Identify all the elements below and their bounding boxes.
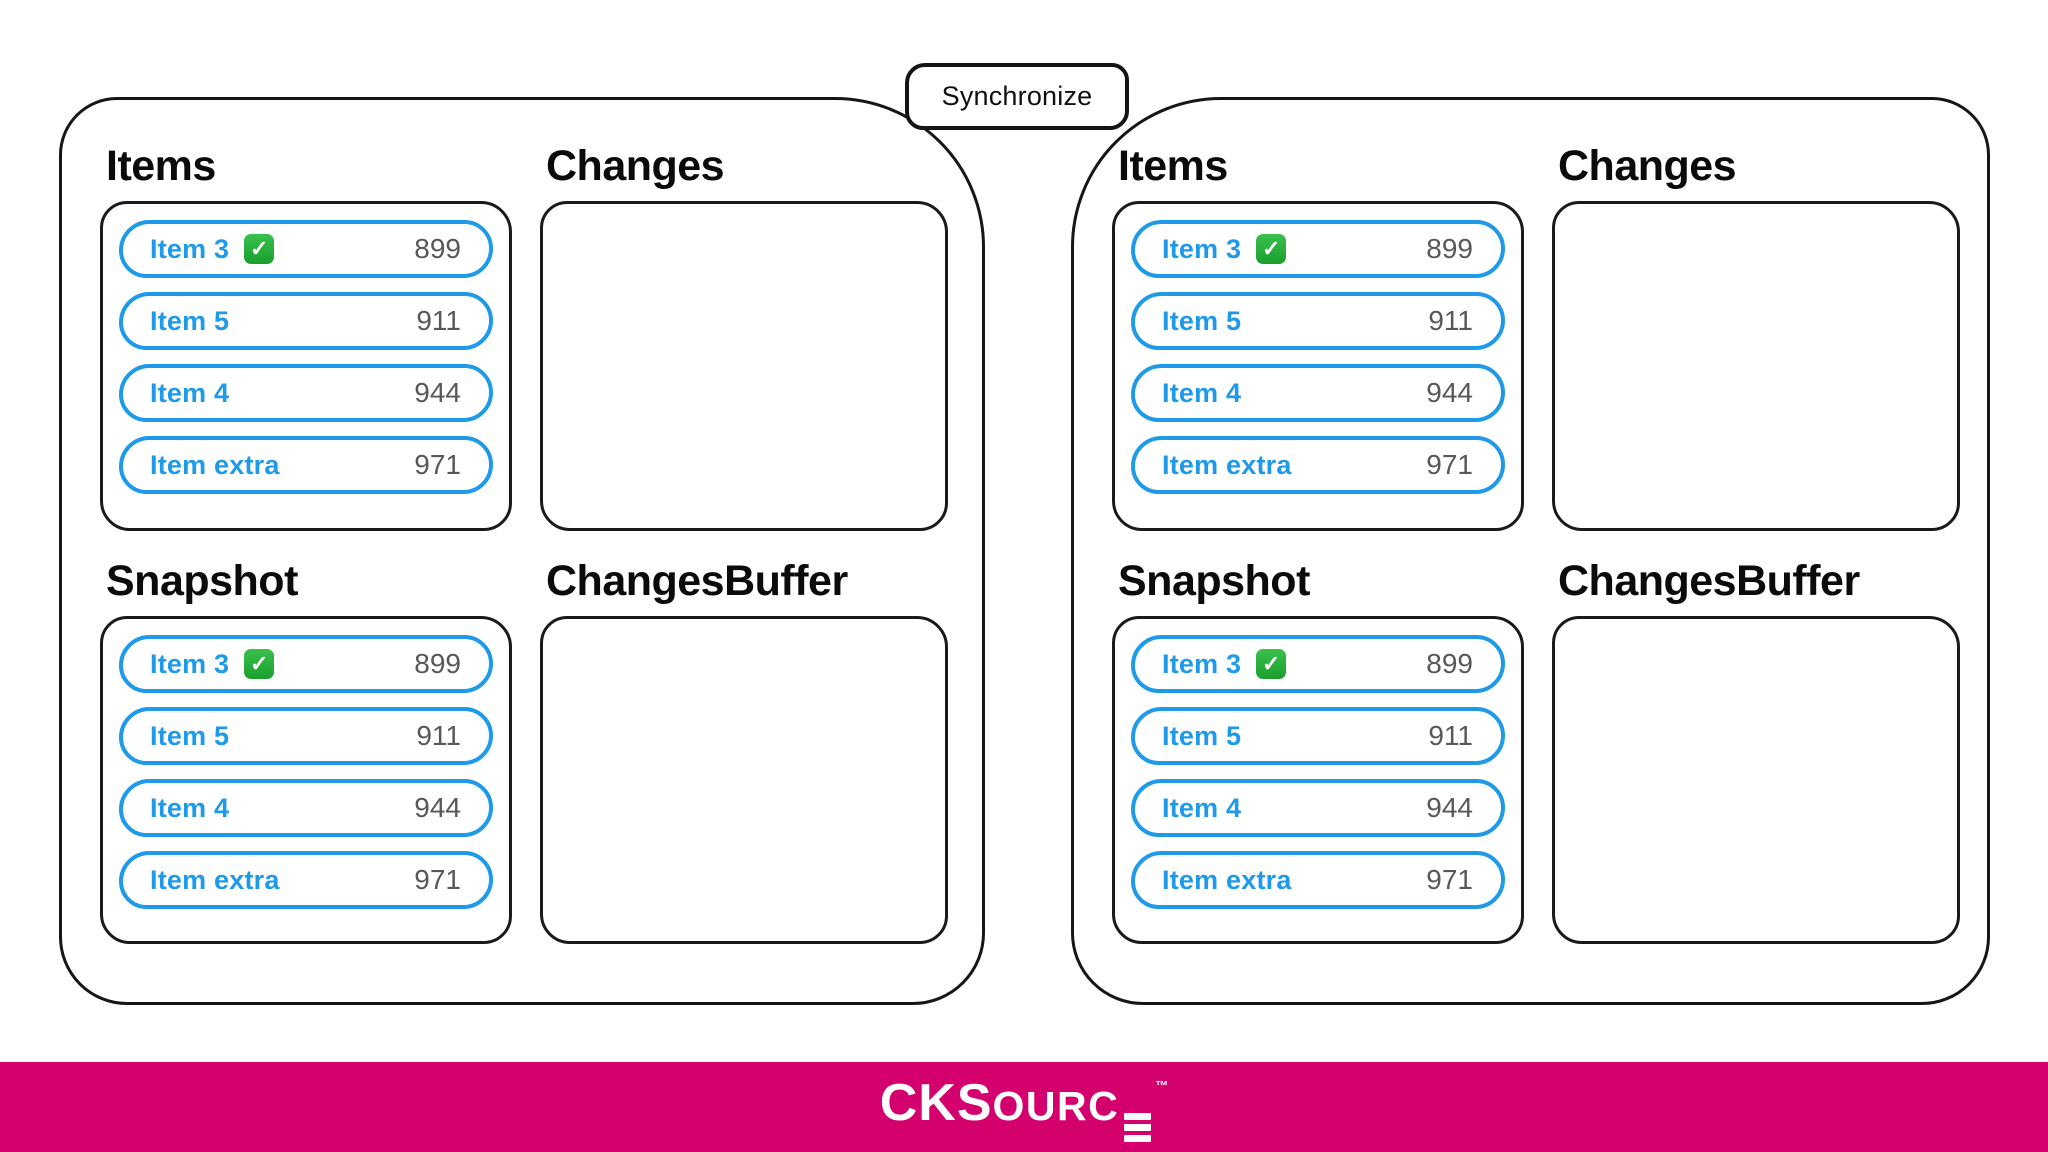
item-value: 944 [414,377,461,408]
check-icon: ✓ [1256,234,1287,264]
item-value: 971 [414,864,461,895]
list-item: Item 3 ✓ 899 [119,220,493,278]
list-item: Item 5 911 [119,707,493,765]
items-box: Item 3 ✓ 899 Item 5 911 Item 4 944 Item … [100,201,512,531]
left-items-section: Items Item 3 ✓ 899 Item 5 911 Item 4 944… [100,143,512,531]
item-value: 911 [1428,305,1473,336]
item-value: 971 [1426,864,1473,895]
item-label: Item 3 [150,233,230,264]
list-item: Item 3 ✓ 899 [119,635,493,693]
trademark-symbol: ™ [1155,1077,1169,1093]
list-item: Item extra 971 [1131,851,1505,909]
item-value: 899 [1426,233,1473,264]
changes-box [540,201,948,531]
item-label: Item extra [150,864,280,895]
check-icon: ✓ [244,649,275,679]
item-label: Item 3 [1162,233,1242,264]
brand-footer-bar: CKSOURC ™ [0,1062,2048,1152]
section-title: Changes [1558,142,1737,190]
section-title: Snapshot [1118,557,1310,605]
logo-text-ourc: OURC [992,1082,1120,1129]
synchronize-label: Synchronize [941,81,1093,111]
item-label: Item 4 [1162,377,1242,408]
left-changes-section: Changes [540,143,948,531]
item-label: Item 3 [1162,648,1242,679]
item-value: 971 [414,449,461,480]
item-label: Item 5 [1162,305,1242,336]
item-value: 899 [414,233,461,264]
item-value: 899 [1426,648,1473,679]
item-value: 944 [1426,377,1473,408]
list-item: Item extra 971 [1131,436,1505,494]
section-title: ChangesBuffer [1558,557,1860,605]
item-label: Item 4 [1162,792,1242,823]
list-item: Item 3 ✓ 899 [1131,220,1505,278]
list-item: Item 5 911 [119,292,493,350]
section-title: Items [106,142,216,190]
right-changes-section: Changes [1552,143,1960,531]
item-label: Item extra [1162,864,1292,895]
list-item: Item 5 911 [1131,292,1505,350]
right-changesbuffer-section: ChangesBuffer [1552,558,1960,944]
check-icon: ✓ [1256,649,1287,679]
list-item: Item 4 944 [119,364,493,422]
section-title: ChangesBuffer [546,557,848,605]
item-label: Item 5 [1162,720,1242,751]
item-label: Item 4 [150,377,230,408]
right-client-panel: Items Item 3 ✓ 899 Item 5 911 Item 4 944… [1071,97,1990,1005]
item-label: Item extra [150,449,280,480]
list-item: Item 4 944 [1131,779,1505,837]
list-item: Item 5 911 [1131,707,1505,765]
right-items-section: Items Item 3 ✓ 899 Item 5 911 Item 4 944… [1112,143,1524,531]
snapshot-box: Item 3 ✓ 899 Item 5 911 Item 4 944 Item … [1112,616,1524,944]
list-item: Item 4 944 [1131,364,1505,422]
left-changesbuffer-section: ChangesBuffer [540,558,948,944]
items-box: Item 3 ✓ 899 Item 5 911 Item 4 944 Item … [1112,201,1524,531]
list-item: Item extra 971 [119,436,493,494]
item-value: 899 [414,648,461,679]
section-title: Snapshot [106,557,298,605]
list-item: Item 3 ✓ 899 [1131,635,1505,693]
logo-text-cks: CKS [879,1073,993,1132]
item-value: 944 [1426,792,1473,823]
list-item: Item 4 944 [119,779,493,837]
item-value: 971 [1426,449,1473,480]
snapshot-box: Item 3 ✓ 899 Item 5 911 Item 4 944 Item … [100,616,512,944]
item-value: 911 [416,305,461,336]
item-value: 911 [416,720,461,751]
logo-e-bars-icon [1124,1112,1152,1142]
changesbuffer-box [540,616,948,944]
synchronize-badge: Synchronize [905,63,1129,130]
item-label: Item 3 [150,648,230,679]
left-snapshot-section: Snapshot Item 3 ✓ 899 Item 5 911 Item 4 … [100,558,512,944]
item-label: Item extra [1162,449,1292,480]
item-label: Item 5 [150,305,230,336]
list-item: Item extra 971 [119,851,493,909]
right-snapshot-section: Snapshot Item 3 ✓ 899 Item 5 911 Item 4 … [1112,558,1524,944]
changes-box [1552,201,1960,531]
section-title: Changes [546,142,725,190]
cksource-logo: CKSOURC ™ [879,1073,1169,1142]
section-title: Items [1118,142,1228,190]
item-label: Item 5 [150,720,230,751]
check-icon: ✓ [244,234,275,264]
item-value: 911 [1428,720,1473,751]
item-value: 944 [414,792,461,823]
changesbuffer-box [1552,616,1960,944]
item-label: Item 4 [150,792,230,823]
left-client-panel: Items Item 3 ✓ 899 Item 5 911 Item 4 944… [59,97,985,1005]
